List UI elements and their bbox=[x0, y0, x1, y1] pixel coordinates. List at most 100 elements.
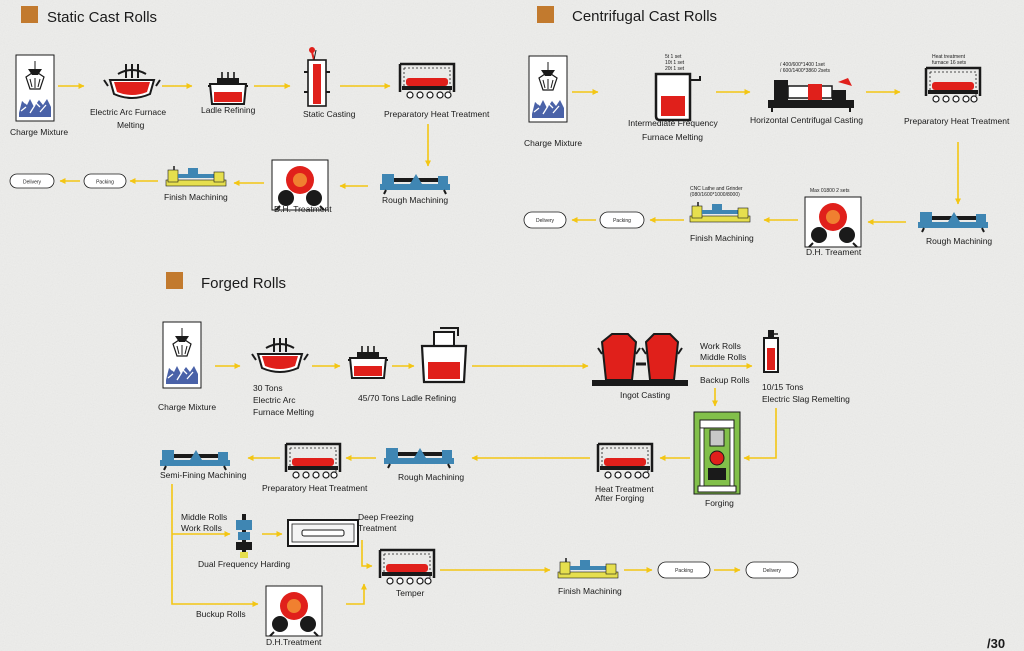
electric-arc-furnace-icon bbox=[251, 337, 309, 373]
centrifugal-casting-machine-icon bbox=[767, 77, 855, 113]
forged-esr-label-2: Electric Slag Remelting bbox=[762, 394, 850, 404]
charge-mixture-icon bbox=[15, 54, 55, 122]
centri-finish-spec-1: CNC Lathe and Grinder bbox=[690, 186, 743, 192]
ladle-refining-station-icon bbox=[420, 326, 468, 384]
static-charge-label: Charge Mixture bbox=[10, 127, 68, 137]
temper-furnace-icon bbox=[378, 548, 436, 586]
forged-deep-label-2: Treatment bbox=[358, 523, 397, 533]
centri-ifm-spec-2: 10t 1 set bbox=[665, 60, 685, 66]
forged-eaf-label-2: Electric Arc bbox=[253, 395, 296, 405]
centri-dh-label: D.H. Treament bbox=[806, 247, 862, 257]
centri-rough-label: Rough Machining bbox=[926, 236, 992, 246]
dual-frequency-hardening-icon bbox=[236, 514, 252, 558]
deep-freezing-chamber-icon bbox=[287, 519, 359, 547]
section-title-static: Static Cast Rolls bbox=[47, 9, 157, 26]
static-packing-label: Packing bbox=[96, 180, 114, 186]
static-dh-label: D.H. Treatment bbox=[274, 204, 332, 214]
centri-prep-spec-2: furnace 16 sets bbox=[932, 60, 967, 66]
rough-machining-icon bbox=[379, 173, 451, 195]
forged-ingot-label: Ingot Casting bbox=[620, 390, 670, 400]
centri-packing-pill bbox=[599, 211, 645, 229]
static-packing-pill bbox=[83, 173, 127, 189]
charge-mixture-icon bbox=[528, 55, 568, 123]
forged-rough-label: Rough Machining bbox=[398, 472, 464, 482]
forged-packing-label: Packing bbox=[675, 568, 693, 574]
centri-packing-label: Packing bbox=[613, 218, 631, 224]
forged-eaf-label-3: Furnace Melting bbox=[253, 407, 314, 417]
centri-ifm-label-2: Furnace Melting bbox=[642, 132, 703, 142]
centri-delivery-pill bbox=[523, 211, 567, 229]
forged-backup-rolls-label: Backup Rolls bbox=[700, 375, 750, 385]
forged-buckup-label: Buckup Rolls bbox=[196, 609, 246, 619]
ladle-icon bbox=[207, 71, 249, 105]
forged-flow: Charge Mixture 30 Tons Electric Arc Furn… bbox=[158, 321, 850, 647]
forged-htaf-label-2: After Forging bbox=[595, 493, 644, 503]
static-eaf-label-1: Electric Arc Furnace bbox=[90, 107, 166, 117]
centri-ifm-spec-1: 5t 1 set bbox=[665, 54, 682, 60]
forged-work-rolls-label: Work Rolls bbox=[700, 341, 741, 351]
section-square-forged bbox=[166, 272, 183, 289]
forged-temper-label: Temper bbox=[396, 588, 425, 598]
forged-dh-label: D.H.Treatment bbox=[266, 637, 322, 647]
forged-semi-label: Semi-Fining Machining bbox=[160, 470, 247, 480]
centri-finish-label: Finish Machining bbox=[690, 233, 754, 243]
static-finish-label: Finish Machining bbox=[164, 192, 228, 202]
section-square-static bbox=[21, 6, 38, 23]
induction-furnace-icon bbox=[654, 72, 702, 122]
rough-machining-icon bbox=[917, 211, 989, 233]
forging-press-icon bbox=[693, 411, 741, 495]
heat-treatment-furnace-icon bbox=[398, 62, 456, 100]
static-delivery-label: Delivery bbox=[23, 180, 42, 186]
heat-treatment-furnace-icon bbox=[924, 66, 982, 104]
centri-prep-spec-1: Heat treatment bbox=[932, 54, 966, 60]
static-delivery-pill bbox=[9, 173, 55, 189]
forged-packing-pill bbox=[657, 561, 711, 579]
static-rough-label: Rough Machining bbox=[382, 195, 448, 205]
forged-mw-label-1: Middle Rolls bbox=[181, 512, 227, 522]
static-flow: Charge Mixture Electric Arc Furnace Melt… bbox=[9, 46, 490, 214]
forged-charge-label: Charge Mixture bbox=[158, 402, 216, 412]
static-ladle-label: Ladle Refining bbox=[201, 105, 256, 115]
ladle-icon bbox=[347, 345, 389, 379]
finish-machining-icon bbox=[165, 165, 227, 187]
section-square-centrifugal bbox=[537, 6, 554, 23]
centri-charge-label: Charge Mixture bbox=[524, 138, 582, 148]
ingot-casting-icon bbox=[590, 332, 690, 388]
forged-htaf-label-1: Heat Treatment bbox=[595, 484, 654, 494]
forged-finish-label: Finish Machining bbox=[558, 586, 622, 596]
centri-hcc-spec-1: / 400/600*1400 1set bbox=[780, 62, 825, 68]
static-eaf-label-2: Melting bbox=[117, 120, 145, 130]
forged-deep-label-1: Deep Freezing bbox=[358, 512, 414, 522]
forged-eaf-label-1: 30 Tons bbox=[253, 383, 283, 393]
forged-esr-label-1: 10/15 Tons bbox=[762, 382, 803, 392]
static-casting-label: Static Casting bbox=[303, 109, 356, 119]
centrifugal-flow: Charge Mixture 5t 1 set 10t 1 set 20t 1 … bbox=[523, 54, 1010, 257]
centri-hcc-label: Horizontal Centrifugal Casting bbox=[750, 115, 863, 125]
centri-ifm-spec-3: 20t 1 set bbox=[665, 66, 685, 72]
electroslag-remelting-icon bbox=[763, 329, 779, 373]
forged-delivery-pill bbox=[745, 561, 799, 579]
rough-machining-icon bbox=[383, 447, 455, 469]
static-casting-icon bbox=[303, 46, 331, 107]
semi-finishing-machining-icon bbox=[159, 449, 231, 471]
forged-delivery-label: Delivery bbox=[763, 568, 782, 574]
finish-machining-icon bbox=[689, 201, 751, 223]
forged-mw-label-2: Work Rolls bbox=[181, 523, 222, 533]
page-number: /30 bbox=[987, 636, 1005, 651]
section-title-centrifugal: Centrifugal Cast Rolls bbox=[572, 8, 717, 25]
dh-treatment-icon bbox=[804, 196, 862, 248]
forged-middle-rolls-label: Middle Rolls bbox=[700, 352, 746, 362]
section-title-forged: Forged Rolls bbox=[201, 275, 286, 292]
electric-arc-furnace-icon bbox=[103, 63, 161, 99]
heat-treatment-furnace-icon bbox=[596, 442, 654, 480]
charge-mixture-icon bbox=[162, 321, 202, 389]
forged-prep-label: Preparatory Heat Treatment bbox=[262, 483, 368, 493]
static-prep-label: Preparatory Heat Treatment bbox=[384, 109, 490, 119]
forged-ladle-label: 45/70 Tons Ladle Refining bbox=[358, 393, 456, 403]
centri-prep-label: Preparatory Heat Treatment bbox=[904, 116, 1010, 126]
centri-delivery-label: Delivery bbox=[536, 218, 555, 224]
centri-hcc-spec-2: / 600/1400*3860 2sets bbox=[780, 68, 831, 74]
heat-treatment-furnace-icon bbox=[284, 442, 342, 480]
dh-treatment-icon bbox=[271, 159, 329, 211]
